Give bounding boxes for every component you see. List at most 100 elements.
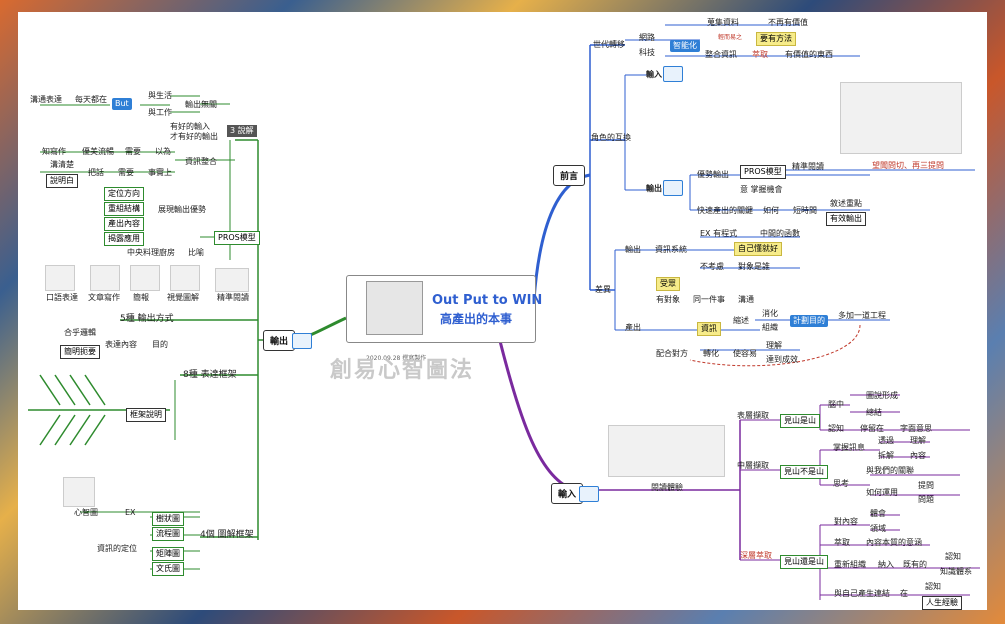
node[interactable]: 透過	[878, 436, 894, 445]
section-8[interactable]: 8種 表達框架	[183, 370, 237, 380]
node[interactable]: EX 有程式	[700, 229, 738, 238]
node[interactable]: 表層擷取	[737, 411, 769, 420]
node[interactable]: 如何運用	[866, 488, 898, 497]
node[interactable]: 資訊整合	[185, 157, 217, 166]
node[interactable]: 認知	[945, 552, 961, 561]
node[interactable]: 有對象	[656, 295, 680, 304]
node[interactable]: 資訊的定位	[97, 544, 137, 553]
node[interactable]: 視覺圖解	[167, 293, 199, 302]
node[interactable]: 轉化	[703, 349, 719, 358]
node[interactable]: 簡報	[133, 293, 149, 302]
node[interactable]: 與自己產生連結	[834, 589, 890, 598]
node[interactable]: 精準閱讀	[217, 293, 249, 302]
node[interactable]: 對內容	[834, 517, 858, 526]
node[interactable]: 優勢輸出	[697, 170, 729, 179]
node[interactable]: 展現輸出優勢	[158, 205, 206, 214]
node[interactable]: 產出內容	[104, 217, 144, 231]
node[interactable]: 以為	[155, 147, 171, 156]
node[interactable]: 短時間	[793, 206, 817, 215]
node[interactable]: 理解	[766, 341, 782, 350]
node[interactable]: 腦中	[828, 400, 844, 409]
node[interactable]: 把話	[88, 168, 104, 177]
node[interactable]: 資訊	[697, 322, 721, 336]
node[interactable]: 與生活	[148, 91, 172, 100]
node[interactable]: 內容本質的意涵	[866, 538, 922, 547]
node[interactable]: 精準閱讀	[792, 162, 824, 171]
node[interactable]: 文章寫作	[88, 293, 120, 302]
node[interactable]: 合乎邏輯	[64, 328, 96, 337]
node[interactable]: 優美流暢	[82, 147, 114, 156]
node[interactable]: 矩陣圖	[152, 547, 184, 561]
node[interactable]: 中間的函數	[760, 229, 800, 238]
branch-preface[interactable]: 前言	[553, 165, 586, 186]
node[interactable]: 要有方法	[756, 32, 796, 46]
node[interactable]: 體會	[870, 509, 886, 518]
node[interactable]: 中央料理廚房	[127, 248, 175, 257]
node[interactable]: 流程圖	[152, 527, 184, 541]
node[interactable]: 納入	[878, 560, 894, 569]
node[interactable]: 萃取	[834, 538, 850, 547]
node-pros[interactable]: PROS模型	[214, 231, 260, 245]
node[interactable]: 差異	[595, 285, 611, 294]
node[interactable]: 智能化	[670, 40, 700, 52]
node[interactable]: 與我們的關聯	[866, 466, 914, 475]
node[interactable]: 人生經驗	[922, 596, 962, 610]
node[interactable]: 如何	[763, 206, 779, 215]
node[interactable]: 同一件事	[693, 295, 725, 304]
node[interactable]: 總結	[866, 408, 882, 417]
node[interactable]: 重組結構	[104, 202, 144, 216]
node[interactable]: 輕而易之	[718, 34, 743, 41]
node[interactable]: 不再有價值	[768, 18, 808, 27]
node[interactable]: 達到成效	[766, 355, 798, 364]
section-4[interactable]: 4個 圖解框架	[200, 530, 254, 540]
node[interactable]: 有價值的東西	[785, 50, 833, 59]
node[interactable]: 認知	[925, 582, 941, 591]
node[interactable]: 表達內容	[105, 340, 137, 349]
node[interactable]: 科技	[639, 48, 655, 57]
node[interactable]: 網路	[639, 33, 655, 42]
node[interactable]: 資訊系統	[655, 245, 687, 254]
node-but[interactable]: But	[112, 98, 132, 110]
node[interactable]: 才有好的輸出	[170, 132, 218, 141]
node[interactable]: 心智圖	[74, 508, 98, 517]
node[interactable]: 閱讀體驗	[651, 483, 683, 492]
node[interactable]: 使容易	[733, 349, 757, 358]
node[interactable]: 與工作	[148, 108, 172, 117]
node[interactable]: 意 掌握機會	[740, 185, 783, 194]
node[interactable]: 不考慮	[700, 262, 724, 271]
branch-output[interactable]: 輸出	[263, 330, 296, 351]
node[interactable]: 目的	[152, 340, 168, 349]
node[interactable]: 望聞問切、再三提問	[872, 161, 944, 170]
node[interactable]: 見山是山	[780, 414, 820, 428]
node[interactable]: 產出	[625, 323, 641, 332]
node[interactable]: 知寫作	[42, 147, 66, 156]
node[interactable]: 組織	[762, 323, 778, 332]
node[interactable]: 縮述	[733, 316, 749, 325]
node[interactable]: 溝清楚	[50, 160, 74, 169]
node[interactable]: 輸出無關	[185, 100, 217, 109]
node[interactable]: 中層擷取	[737, 461, 769, 470]
node[interactable]: 需要	[125, 147, 141, 156]
node[interactable]: 說明白	[46, 174, 78, 188]
node[interactable]: 認知	[828, 424, 844, 433]
node[interactable]: 比喻	[188, 248, 204, 257]
section-3[interactable]: 3 說解	[227, 125, 257, 137]
node[interactable]: 消化	[762, 309, 778, 318]
node[interactable]: 見山不是山	[780, 465, 828, 479]
node-fishbone[interactable]: 框架說明	[126, 408, 166, 422]
node[interactable]: 計劃目的	[790, 315, 828, 327]
node[interactable]: 輸出	[625, 245, 641, 254]
node[interactable]: 理解	[910, 436, 926, 445]
node[interactable]: PROS模型	[740, 165, 786, 179]
node[interactable]: 萃取	[752, 50, 768, 59]
node[interactable]: 溝通	[738, 295, 754, 304]
node[interactable]: 深層萃取	[740, 551, 772, 560]
node[interactable]: 樹狀圖	[152, 512, 184, 526]
node[interactable]: 見山還是山	[780, 555, 828, 569]
node[interactable]: 定位方向	[104, 187, 144, 201]
node[interactable]: 在	[900, 589, 908, 598]
node[interactable]: 需要	[118, 168, 134, 177]
node[interactable]: 重新組織	[834, 560, 866, 569]
node[interactable]: 角色的互換	[591, 133, 631, 142]
node[interactable]: 有好的輸入	[170, 122, 210, 131]
